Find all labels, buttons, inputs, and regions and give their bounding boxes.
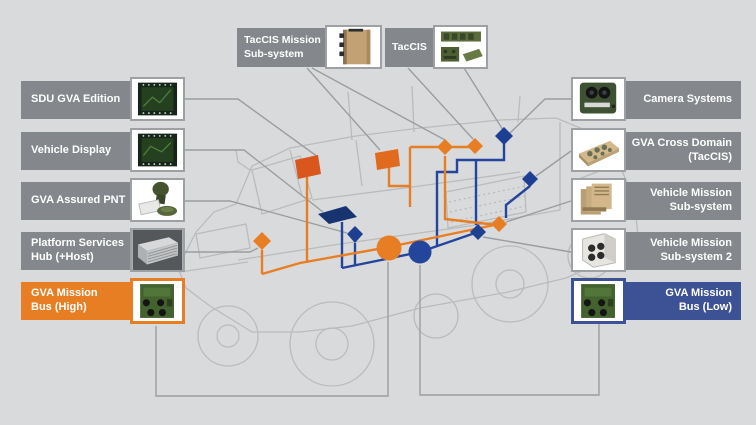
panel-label: Vehicle Mission Sub-system 2 [650, 237, 732, 263]
panel-taccis: TacCIS [385, 28, 433, 67]
navy-diamond-d [522, 171, 538, 187]
panel-gva-mission-bus-low: GVA Mission Bus (Low) [626, 282, 741, 320]
orange-diamond-a [437, 139, 453, 155]
panel-label: TacCIS Mission Sub-system [244, 34, 321, 60]
thumbnail-vehicle-mission-subsystem-2 [571, 228, 626, 272]
display-screen-image [137, 82, 178, 116]
gray-connectors [155, 67, 600, 397]
orange-diamond-e [491, 216, 507, 232]
panel-label: Platform Services Hub (+Host) [31, 237, 124, 263]
high-bus-main-diagonal [261, 222, 500, 276]
navy-diamond-f [470, 224, 486, 240]
orange-display-panel-1 [295, 155, 321, 179]
low-bus-d-link [504, 185, 531, 218]
bus-nodes [253, 127, 538, 264]
radio-units-image [440, 31, 483, 62]
navy-antenna-panel [318, 206, 357, 224]
stacked-modules-image [580, 183, 612, 215]
connector-vehicle-mission-subsystem-2 [482, 236, 572, 253]
connector-taccis-mission-b [311, 67, 446, 141]
connector-vehicle-mission-subsystem [505, 200, 572, 223]
thumbnail-gva-mission-bus-high [130, 278, 185, 324]
thumbnail-gva-cross-domain [571, 128, 626, 172]
radio-box-image [339, 28, 371, 65]
connector-gva-cross-domain [535, 150, 572, 177]
connector-platform-services-hub [185, 247, 259, 253]
orange-display-panel-2 [375, 149, 400, 170]
thumbnail-vehicle-mission-subsystem [571, 178, 626, 222]
thumbnail-vehicle-display [130, 128, 185, 172]
navy-diamond-c [495, 127, 513, 145]
panel-label: GVA Cross Domain (TacCIS) [631, 137, 732, 163]
panel-gva-cross-domain: GVA Cross Domain (TacCIS) [626, 132, 741, 170]
thumbnail-platform-services-hub [130, 228, 185, 272]
display-screen-image [137, 133, 178, 167]
panel-label: Vehicle Display [31, 144, 112, 157]
circuit-board-image [581, 284, 615, 318]
sealed-box-image [582, 233, 616, 268]
server-hub-image [132, 230, 183, 270]
connector-taccis-label [407, 67, 474, 140]
panel-gva-mission-bus-high: GVA Mission Bus (High) [21, 282, 130, 320]
panel-taccis-mission-subsystem: TacCIS Mission Sub-system [237, 28, 325, 67]
low-bus-staircase [435, 144, 506, 246]
thumbnail-taccis-mission-subsystem [325, 25, 382, 69]
panel-label: GVA Mission Bus (High) [31, 287, 98, 313]
high-bus-display2-stem [387, 167, 410, 188]
panel-platform-services-hub: Platform Services Hub (+Host) [21, 232, 130, 270]
circuit-board-image [140, 284, 174, 318]
orange-diamond-b [467, 138, 483, 154]
orange-diamond-left [253, 232, 271, 250]
navy-diamond-mid [347, 226, 363, 243]
thumbnail-sdu-gva-edition [130, 77, 185, 121]
high-bus-hub-circle [376, 235, 402, 261]
gva-high-bus-lines [260, 145, 500, 276]
connector-taccis-mission-a [306, 67, 381, 151]
panel-label: Camera Systems [643, 93, 732, 106]
high-bus-a-stem [443, 156, 498, 227]
panel-label: SDU GVA Edition [31, 93, 121, 106]
camera-image [579, 82, 617, 114]
panel-camera-systems: Camera Systems [626, 81, 741, 119]
connector-vehicle-display [185, 149, 324, 213]
low-bus-hub-circle [408, 240, 432, 264]
panel-vehicle-mission-subsystem-2: Vehicle Mission Sub-system 2 [626, 232, 741, 270]
panel-label: Vehicle Mission Sub-system [650, 187, 732, 213]
panel-label: TacCIS [392, 40, 427, 53]
thumbnail-camera-systems [571, 77, 626, 121]
pnt-antenna-image [138, 181, 178, 216]
thumbnail-taccis [433, 25, 488, 69]
panel-vehicle-mission-subsystem: Vehicle Mission Sub-system [626, 182, 741, 220]
connector-gva-bus-low [419, 265, 600, 396]
panel-gva-assured-pnt: GVA Assured PNT [21, 182, 130, 220]
vehicle-wireframe [177, 85, 639, 387]
cross-domain-board-image [578, 140, 619, 167]
connector-camera-systems [508, 98, 571, 135]
panel-sdu-gva-edition: SDU GVA Edition [21, 81, 130, 119]
connector-sdu-gva-edition [185, 98, 319, 158]
connector-gva-bus-high [155, 262, 389, 397]
thumbnail-gva-assured-pnt [130, 178, 185, 222]
panel-label: GVA Assured PNT [31, 194, 126, 207]
thumbnail-gva-mission-bus-low [571, 278, 626, 324]
connector-taccis-image [463, 67, 504, 131]
panel-vehicle-display: Vehicle Display [21, 132, 130, 170]
panel-label: GVA Mission Bus (Low) [665, 287, 732, 313]
